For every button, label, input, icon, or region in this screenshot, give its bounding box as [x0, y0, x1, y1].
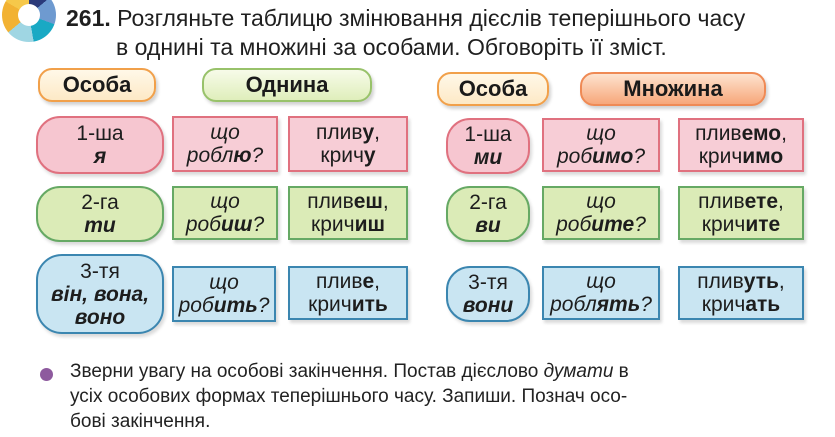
- singular-question-1: що роблю?: [172, 116, 278, 172]
- task-line2: усіх особових формах теперішнього часу. …: [70, 386, 628, 407]
- section-logo-icon: [2, 0, 56, 42]
- header-plural: Множина: [580, 72, 766, 106]
- plural-question-2: що робите?: [542, 186, 660, 240]
- plural-question-3: що роблять?: [542, 266, 660, 320]
- plural-verbs-3: пливуть, кричать: [678, 266, 804, 320]
- singular-person-3: 3-тя він, вона, воно: [36, 254, 164, 334]
- singular-verbs-2: пливеш, кричиш: [288, 186, 408, 240]
- task-line3: бові закінчення.: [70, 411, 211, 432]
- plural-person-2: 2-га ви: [446, 186, 530, 242]
- bullet-icon: [40, 368, 53, 381]
- singular-question-3: що робить?: [172, 266, 276, 322]
- singular-verbs-1: пливу, кричу: [288, 116, 408, 172]
- exercise-title-line2: в однині та множині за особами. Обговорі…: [116, 34, 667, 60]
- plural-question-1: що робимо?: [542, 118, 660, 172]
- plural-person-1: 1-ша ми: [446, 118, 530, 174]
- plural-person-3: 3-тя вони: [446, 266, 530, 322]
- singular-verbs-3: пливе, кричить: [288, 266, 408, 320]
- singular-person-1: 1-ша я: [36, 116, 164, 174]
- header-person-singular: Особа: [38, 68, 156, 102]
- exercise-number: 261.: [66, 5, 111, 31]
- plural-verbs-2: пливете, кричите: [678, 186, 804, 240]
- singular-person-2: 2-га ти: [36, 186, 164, 242]
- header-singular: Однина: [202, 68, 372, 102]
- plural-verbs-1: пливемо, кричимо: [678, 118, 804, 172]
- exercise-title-line1: 261. Розгляньте таблицю змінювання дієсл…: [66, 5, 746, 31]
- header-person-plural: Особа: [437, 72, 549, 106]
- singular-question-2: що робиш?: [172, 186, 278, 240]
- task-line1: Зверни увагу на особові закінчення. Пост…: [70, 361, 629, 382]
